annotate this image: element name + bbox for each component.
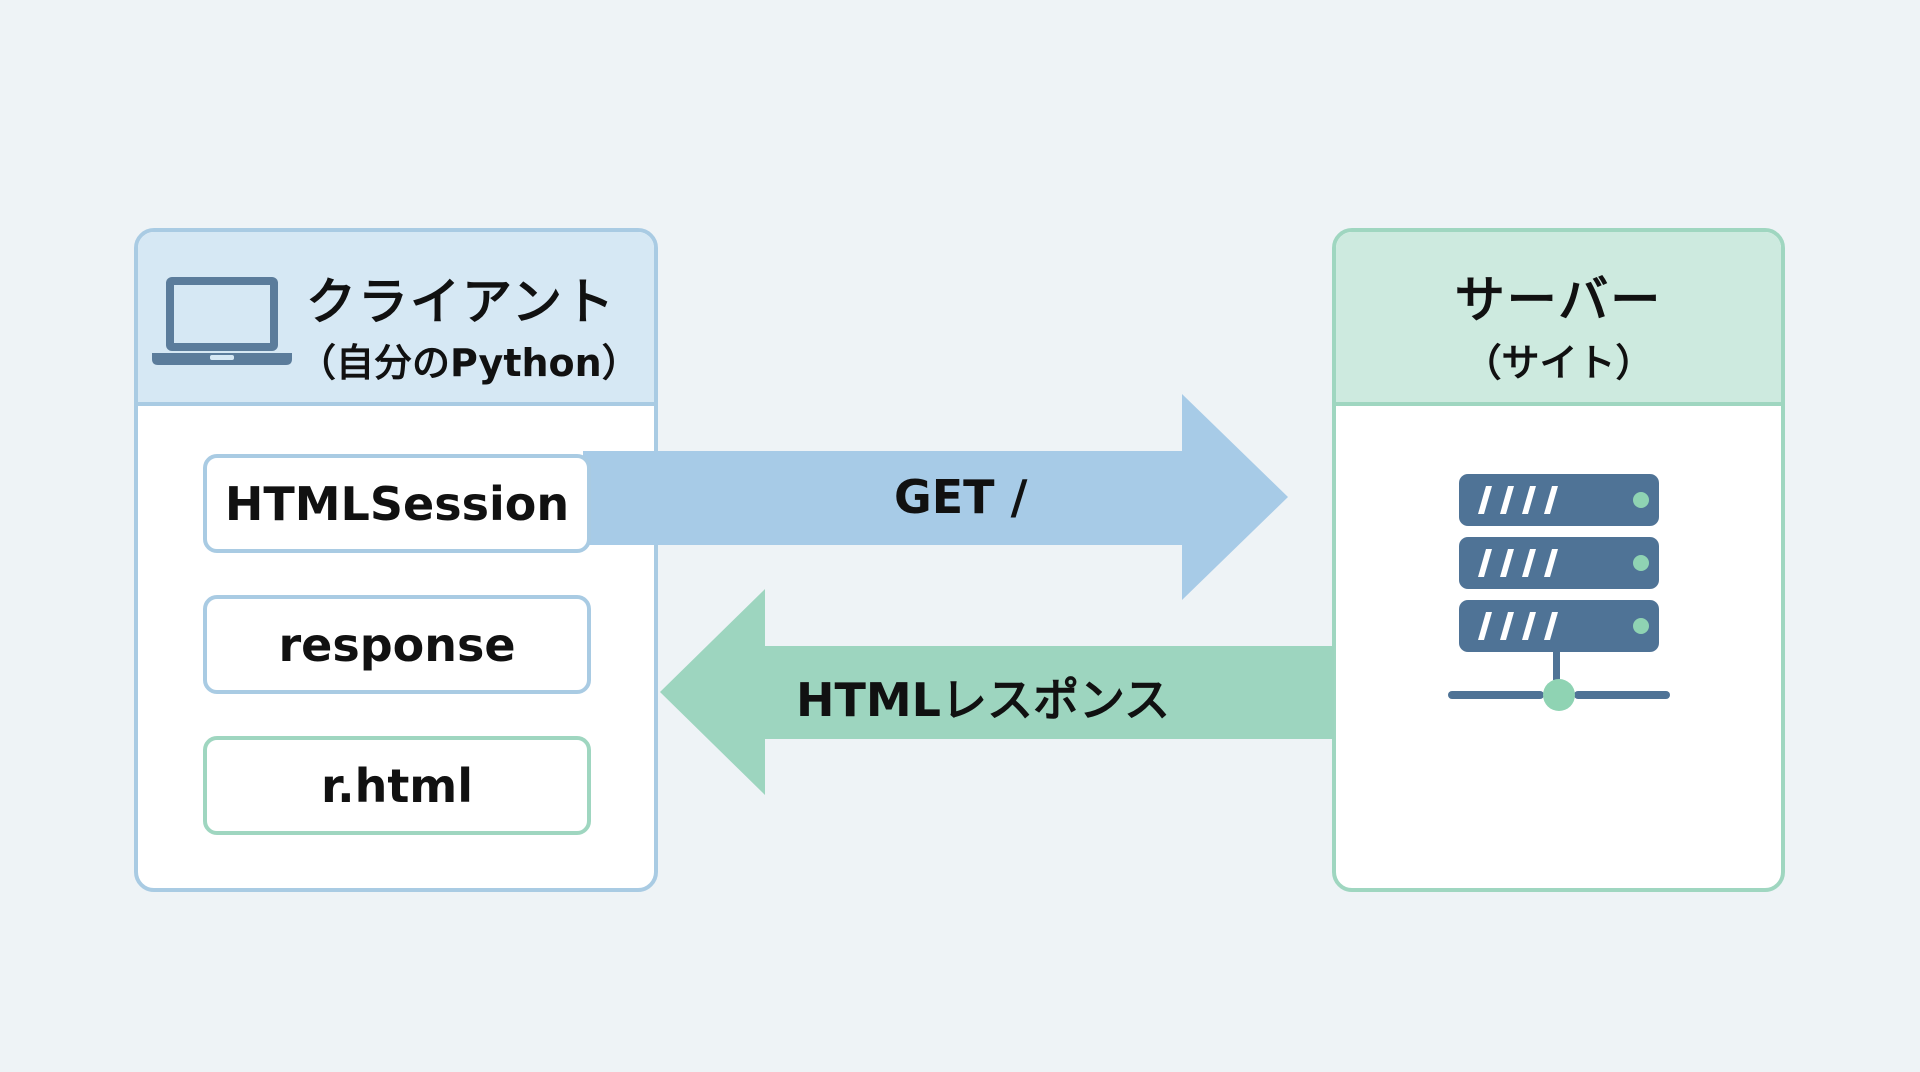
client-header: クライアント （自分のPython） xyxy=(138,232,654,406)
html-response-label: HTMLレスポンス xyxy=(796,673,1171,727)
server-rack-icon xyxy=(1448,474,1670,711)
laptop-icon xyxy=(152,277,292,365)
r-html-label: r.html xyxy=(320,758,474,813)
network-line-left xyxy=(1448,691,1544,699)
html-response-arrow xyxy=(660,589,1334,795)
r-html-box: r.html xyxy=(203,736,591,835)
server-unit-1 xyxy=(1459,474,1659,526)
server-unit-3 xyxy=(1459,600,1659,652)
client-subtitle: （自分のPython） xyxy=(298,341,640,385)
server-subtitle: （サイト） xyxy=(1463,341,1654,385)
get-request-label: GET / xyxy=(894,470,1028,524)
network-stem xyxy=(1553,652,1560,680)
htmlsession-box: HTMLSession xyxy=(203,454,591,553)
server-unit-2 xyxy=(1459,537,1659,589)
get-request-arrow xyxy=(583,394,1288,600)
response-box: response xyxy=(203,595,591,694)
client-title: クライアント xyxy=(306,273,616,331)
response-label: response xyxy=(278,617,516,672)
htmlsession-label: HTMLSession xyxy=(224,476,570,531)
server-title: サーバー xyxy=(1454,271,1663,329)
network-node-icon xyxy=(1543,679,1575,711)
server-header: サーバー （サイト） xyxy=(1336,232,1781,406)
network-line-right xyxy=(1574,691,1670,699)
